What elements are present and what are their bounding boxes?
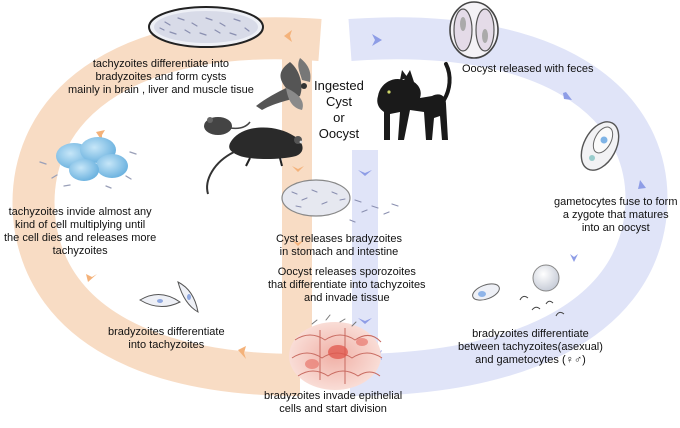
label-bradyzoite-gametocytes: bradyzoites differentiate between tachyz… [458,328,603,366]
intestinal-epithelium [289,314,383,390]
rat-silhouette [206,127,303,195]
arrow-icon [563,92,572,100]
arrow-icon [372,34,382,46]
sporulated-oocyst [449,1,499,59]
label-epithelial-invasion: bradyzoites invade epithelial cells and … [264,390,403,415]
label-oocyst-releases-sporozoites: Oocyst releases sporozoites that differe… [268,266,426,304]
label-bradyzoite-to-tachyzoite: bradyzoites differentiate into tachyzoit… [108,326,225,351]
arrow-icon [96,130,105,141]
label-gametocytes-fuse: gametocytes fuse to form a zygote that m… [554,196,678,234]
label-ingested-cyst-oocyst: Ingested Cyst or Oocyst [314,78,364,141]
bird-silhouette [256,58,311,110]
tachyzoites [139,281,199,313]
arrow-icon [86,274,97,282]
arrow-icon [284,30,292,42]
cat-silhouette [377,62,452,140]
arrow-icon [358,318,372,324]
label-oocyst-feces: Oocyst released with feces [462,63,594,75]
orange-direction-arrows [86,30,304,359]
arrow-icon [638,180,646,189]
definitive-host-cycle [348,17,668,396]
label-tachyzoite-invasion: tachyzoites invide almost any kind of ce… [4,206,157,257]
zygote-oocyst [580,121,620,171]
gametocytes [472,264,565,317]
infected-host-cells [39,137,137,189]
arrow-icon [238,346,246,359]
label-cyst-releases-bradyzoites: Cyst releases bradyzoites in stomach and… [276,233,402,258]
released-bradyzoites [281,179,399,223]
label-cyst-formation: tachyzoites differentiate into bradyzoit… [68,58,254,96]
mouse-silhouette [204,117,251,135]
arrow-icon [358,170,372,176]
arrow-icon [292,166,304,172]
tissue-cyst [148,6,264,48]
arrow-icon [292,240,304,246]
arrow-icon [570,254,578,262]
